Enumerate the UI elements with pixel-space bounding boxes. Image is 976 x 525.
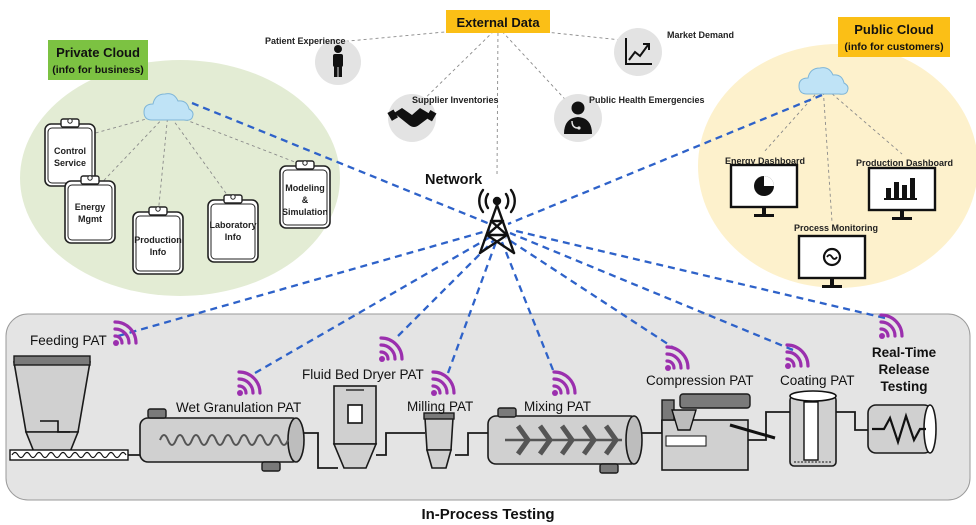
- production-dashboard-label: Production Dashboard: [856, 158, 953, 168]
- external-data: External Data Patient Experience Supplie…: [265, 10, 734, 142]
- bar-chart-icon: [884, 178, 917, 200]
- public-cloud-links: [763, 85, 903, 223]
- pie-chart-icon: [754, 176, 774, 196]
- network-connections: [117, 93, 886, 374]
- svg-text:Testing: Testing: [881, 379, 928, 394]
- public-cloud-title-box: [838, 17, 950, 57]
- doctor-icon: [564, 101, 592, 134]
- private-cloud: Private Cloud (info for business) Contro…: [44, 40, 331, 275]
- private-cloud-title-box: [48, 40, 148, 80]
- svg-text:Modeling: Modeling: [285, 183, 325, 193]
- trend-chart-icon: [625, 38, 652, 65]
- monitoring-icon: [822, 247, 842, 267]
- wet-granulation-pat-label: Wet Granulation PAT: [176, 400, 301, 415]
- private-cloud-title: Private Cloud: [56, 45, 140, 60]
- svg-text:Simulation: Simulation: [282, 207, 328, 217]
- process-monitoring: Process Monitoring: [794, 223, 878, 290]
- svg-text:Laboratory: Laboratory: [209, 220, 256, 230]
- handshake-icon: [387, 108, 437, 127]
- feeding-equipment: [9, 355, 129, 461]
- mixing-pat-label: Mixing PAT: [524, 399, 591, 414]
- fluid-bed-dryer-pat-label: Fluid Bed Dryer PAT: [302, 367, 424, 382]
- svg-text:Control: Control: [54, 146, 86, 156]
- feeding-pat-label: Feeding PAT: [30, 333, 107, 348]
- rtrt-equipment: [867, 404, 937, 454]
- coating-equipment: [789, 390, 837, 467]
- clipboard-production-info: Production Info: [132, 206, 184, 275]
- external-data-title: External Data: [456, 15, 540, 30]
- coating-pat-label: Coating PAT: [780, 373, 855, 388]
- clipboard-laboratory-info: Laboratory Info: [207, 194, 259, 263]
- energy-dashboard: Energy Dashboard: [725, 156, 805, 219]
- milling-pat-label: Milling PAT: [407, 399, 473, 414]
- network-tower-icon: [478, 188, 516, 255]
- clipboard-modeling-simulation: Modeling & Simulation: [279, 160, 331, 229]
- public-cloud-subtitle: (info for customers): [844, 41, 943, 53]
- network-label: Network: [425, 172, 483, 188]
- private-cloud-subtitle: (info for business): [52, 64, 144, 76]
- svg-text:Production: Production: [134, 235, 182, 245]
- person-icon: [333, 45, 343, 77]
- process-title: In-Process Testing: [421, 506, 554, 523]
- svg-text:Mgmt: Mgmt: [78, 214, 102, 224]
- svg-text:Real-Time: Real-Time: [872, 345, 937, 360]
- compression-pat-label: Compression PAT: [646, 373, 754, 388]
- clipboard-energy-mgmt: Energy Mgmt: [64, 175, 116, 244]
- svg-text:&: &: [302, 195, 309, 205]
- market-demand-label: Market Demand: [667, 30, 734, 40]
- svg-text:Release: Release: [878, 362, 930, 377]
- rtrt-label: Real-Time Release Testing: [872, 345, 937, 394]
- svg-text:Info: Info: [225, 232, 242, 242]
- svg-text:Service: Service: [54, 158, 86, 168]
- svg-text:Info: Info: [150, 247, 167, 257]
- public-cloud-region: [698, 44, 976, 288]
- clipboard-control-service: Control Service: [44, 118, 96, 187]
- patient-experience-label: Patient Experience: [265, 36, 346, 46]
- network: Network: [425, 172, 516, 255]
- milling-equipment: [423, 412, 455, 469]
- supplier-inventories-label: Supplier Inventories: [412, 95, 499, 105]
- public-health-emergencies-label: Public Health Emergencies: [589, 95, 705, 105]
- public-cloud: Public Cloud (info for customers) Energy…: [725, 17, 953, 290]
- wet-granulation-equipment: [139, 408, 305, 472]
- fluid-bed-dryer-equipment: [332, 385, 378, 469]
- process-pipes: [98, 411, 868, 469]
- mixing-equipment: [487, 407, 643, 474]
- energy-dashboard-label: Energy Dashboard: [725, 156, 805, 166]
- process-monitoring-label: Process Monitoring: [794, 223, 878, 233]
- external-data-title-box: [446, 10, 550, 33]
- public-cloud-title: Public Cloud: [854, 22, 934, 37]
- compression-equipment: [661, 393, 776, 471]
- svg-text:Energy: Energy: [75, 202, 106, 212]
- production-dashboard: Production Dashboard: [856, 158, 953, 222]
